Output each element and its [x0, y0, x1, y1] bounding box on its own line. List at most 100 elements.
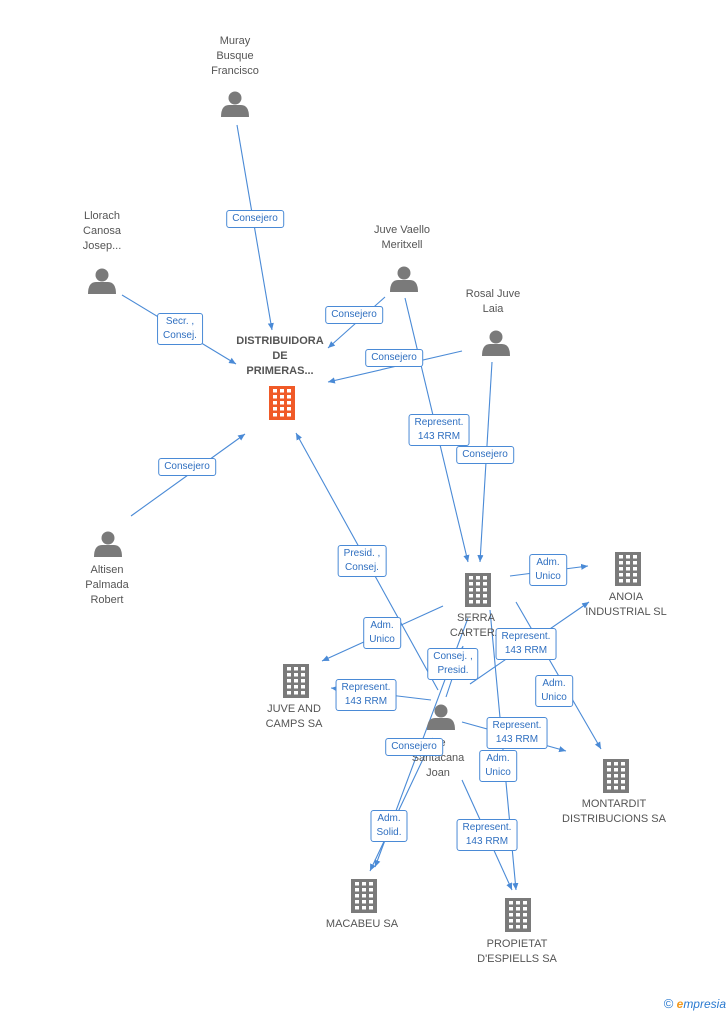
building-icon-window — [621, 786, 625, 790]
person-icon-head — [434, 704, 448, 718]
edge-label-llorach-to-distribuidora[interactable]: Secr. , Consej. — [157, 313, 203, 345]
person-icon-head — [95, 268, 109, 282]
building-icon-window — [287, 413, 291, 417]
building-icon-window — [619, 561, 623, 565]
person-icon — [482, 330, 510, 356]
edge-label-santacana-to-propietat[interactable]: Represent. 143 RRM — [456, 819, 518, 851]
edge-label-serra-to-macabeu[interactable]: Adm. Solid. — [370, 810, 408, 842]
node-label-altisen[interactable]: Altisen Palmada Robert — [85, 564, 129, 606]
building-icon — [351, 879, 377, 913]
building-icon-window — [621, 762, 625, 766]
node-label-propietat[interactable]: PROPIETAT D'ESPIELLS SA — [477, 938, 557, 965]
edge-label-juvevaello-to-distribuidora[interactable]: Consejero — [325, 306, 383, 324]
building-icon-window — [362, 900, 366, 904]
person-icon-body — [88, 282, 116, 294]
building-icon-window — [607, 774, 611, 778]
building-icon — [269, 386, 295, 420]
building-icon-window — [633, 555, 637, 559]
edge-label-santacana-to-montardit[interactable]: Represent. 143 RRM — [486, 717, 548, 749]
edge-label-muray-to-distribuidora[interactable]: Consejero — [226, 210, 284, 228]
building-icon-window — [626, 555, 630, 559]
node-label-serra[interactable]: SERRA CARTERA — [449, 612, 503, 639]
building-icon-window — [516, 907, 520, 911]
building-icon-window — [619, 567, 623, 571]
edge-label-serra-to-juveandcamps[interactable]: Adm. Unico — [363, 617, 401, 649]
building-icon-window — [619, 555, 623, 559]
edge-label-santacana-to-macabeu[interactable]: Consejero — [385, 738, 443, 756]
node-label-muray[interactable]: Muray Busque Francisco — [211, 35, 259, 77]
building-icon-window — [273, 407, 277, 411]
building-icon-window — [483, 576, 487, 580]
building-icon-window — [287, 667, 291, 671]
node-label-macabeu[interactable]: MACABEU SA — [325, 918, 399, 930]
building-icon-window — [355, 906, 359, 910]
building-icon-window — [483, 594, 487, 598]
edge-label-altisen-to-distribuidora[interactable]: Consejero — [158, 458, 216, 476]
node-label-llorach[interactable]: Llorach Canosa Josep... — [82, 210, 122, 252]
person-icon-head — [489, 330, 503, 344]
person-icon — [390, 266, 418, 292]
building-icon-window — [301, 673, 305, 677]
building-icon — [465, 573, 491, 607]
building-icon-window — [619, 573, 623, 577]
person-icon-body — [94, 545, 122, 557]
edge-label-rosal-to-serra[interactable]: Consejero — [456, 446, 514, 464]
building-icon-window — [301, 667, 305, 671]
building-icon-window — [523, 919, 527, 923]
brand-initial: e — [676, 997, 684, 1011]
building-icon-window — [355, 900, 359, 904]
edge-label-santacana-to-anoia[interactable]: Represent. 143 RRM — [495, 628, 557, 660]
building-icon-window — [476, 576, 480, 580]
building-icon-window — [280, 407, 284, 411]
edge-label-serra-to-anoia[interactable]: Adm. Unico — [529, 554, 567, 586]
building-icon-window — [483, 600, 487, 604]
person-icon-body — [221, 105, 249, 117]
building-icon-window — [273, 389, 277, 393]
building-icon-window — [633, 567, 637, 571]
building-icon-window — [523, 901, 527, 905]
building-icon-window — [355, 882, 359, 886]
building-icon-window — [301, 691, 305, 695]
node-label-anoia[interactable]: ANOIA INDUSTRIAL SL — [585, 591, 667, 618]
building-icon-window — [301, 685, 305, 689]
building-icon-window — [273, 413, 277, 417]
edge-label-serra-to-propietat[interactable]: Adm. Unico — [479, 750, 517, 782]
person-icon — [427, 704, 455, 730]
building-icon-window — [607, 768, 611, 772]
node-label-juveandcamps[interactable]: JUVE AND CAMPS SA — [265, 703, 323, 730]
node-label-rosal[interactable]: Rosal Juve Laia — [465, 288, 521, 315]
building-icon-window — [294, 673, 298, 677]
node-label-montardit[interactable]: MONTARDIT DISTRIBUCIONS SA — [562, 798, 666, 825]
edge-label-rosal-to-distribuidora[interactable]: Consejero — [365, 349, 423, 367]
edge-label-juvevaello-to-serra[interactable]: Represent. 143 RRM — [408, 414, 470, 446]
building-icon-window — [614, 768, 618, 772]
edge-label-santacana-to-distribuidora[interactable]: Presid. , Consej. — [337, 545, 387, 577]
building-icon-window — [621, 768, 625, 772]
building-icon-window — [355, 894, 359, 898]
person-icon — [94, 531, 122, 557]
edge-label-santacana-to-serra[interactable]: Consej. , Presid. — [427, 648, 479, 680]
building-icon-window — [516, 901, 520, 905]
edge-label-santacana-to-juveandcamps[interactable]: Represent. 143 RRM — [335, 679, 397, 711]
node-label-juvevaello[interactable]: Juve Vaello Meritxell — [373, 224, 431, 251]
building-icon-window — [280, 401, 284, 405]
edge-label-serra-to-montardit[interactable]: Adm. Unico — [535, 675, 573, 707]
node-label-distribuidora[interactable]: DISTRIBUIDORA DE PRIMERAS... — [236, 335, 324, 377]
building-icon-window — [523, 913, 527, 917]
building-icon-window — [362, 906, 366, 910]
building-icon-window — [614, 774, 618, 778]
building-icon-window — [287, 685, 291, 689]
building-icon-window — [469, 576, 473, 580]
building-icon-window — [287, 673, 291, 677]
building-icon-window — [280, 389, 284, 393]
person-icon-body — [390, 280, 418, 292]
building-icon-window — [509, 913, 513, 917]
building-icon-window — [619, 579, 623, 583]
building-icon-window — [621, 780, 625, 784]
building-icon-window — [509, 907, 513, 911]
building-icon — [603, 759, 629, 793]
building-icon-window — [621, 774, 625, 778]
building-icon-window — [523, 925, 527, 929]
building-icon — [505, 898, 531, 932]
